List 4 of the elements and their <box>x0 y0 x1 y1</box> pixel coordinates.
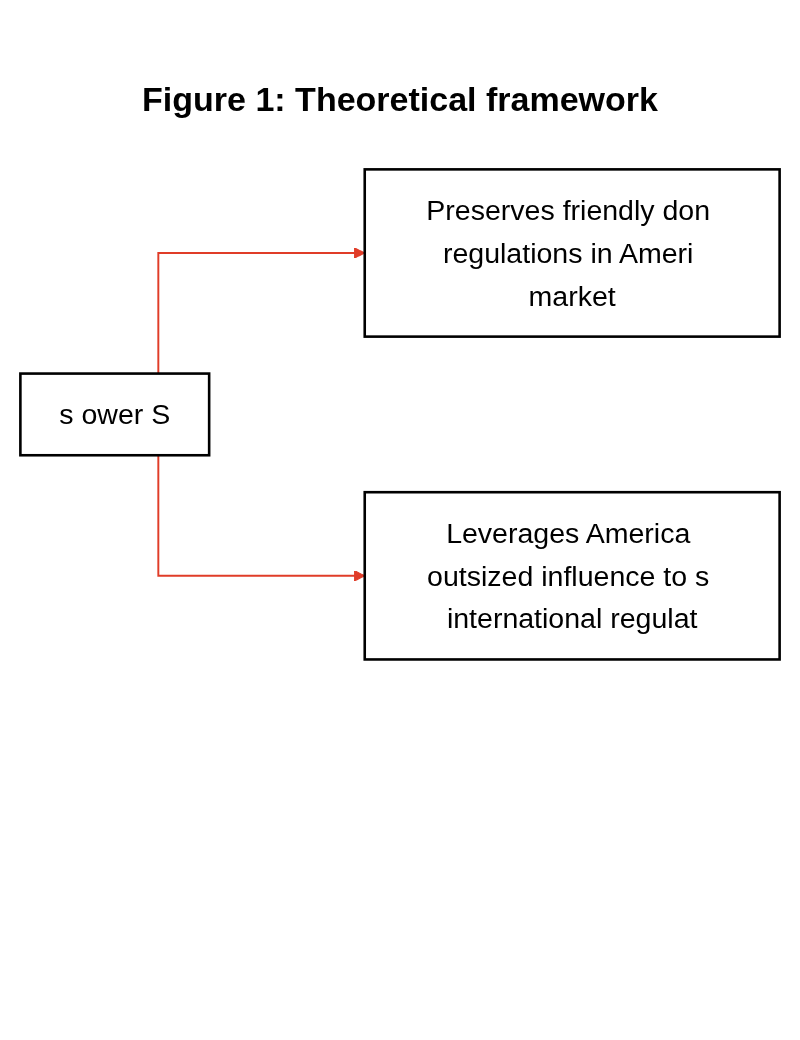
node-box: Preserves friendly don regulations in Ameri market <box>363 168 781 338</box>
node-box: s ower S <box>19 372 211 457</box>
figure-title: Figure 1: Theoretical framework <box>141 80 659 119</box>
node-box: Leverages America outsized influence to s international regulat <box>363 490 781 661</box>
